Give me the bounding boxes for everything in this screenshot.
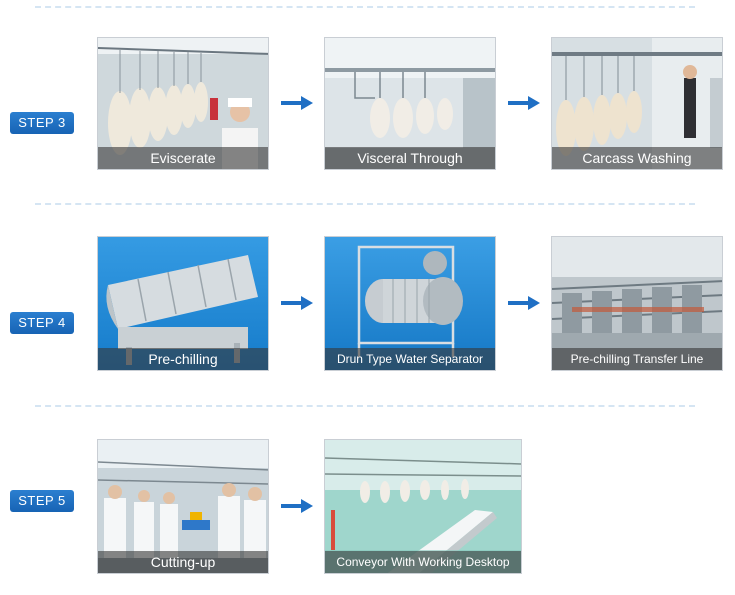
visceral-through-caption: Visceral Through [325, 147, 495, 169]
right-arrow-icon [281, 296, 313, 310]
conveyor-desktop-caption: Conveyor With Working Desktop [325, 551, 521, 573]
pre-chilling-photo: Pre-chilling [97, 236, 269, 371]
right-arrow-icon [281, 499, 313, 513]
divider-step4-step5 [35, 405, 695, 407]
right-arrow-icon [508, 296, 540, 310]
pre-chilling-transfer-line-photo: Pre-chilling Transfer Line [551, 236, 723, 371]
pre-chilling-caption: Pre-chilling [98, 348, 268, 370]
step-4-badge: STEP 4 [10, 312, 74, 334]
step-5-badge: STEP 5 [10, 490, 74, 512]
right-arrow-icon [281, 96, 313, 110]
top-divider [35, 6, 695, 8]
drum-water-separator-photo: Drun Type Water Separator [324, 236, 496, 371]
conveyor-desktop-photo: Conveyor With Working Desktop [324, 439, 522, 574]
divider-step3-step4 [35, 203, 695, 205]
pre-chilling-transfer-line-caption: Pre-chilling Transfer Line [552, 348, 722, 370]
eviscerate-caption: Eviscerate [98, 147, 268, 169]
cutting-up-caption: Cutting-up [98, 551, 268, 573]
carcass-washing-caption: Carcass Washing [552, 147, 722, 169]
step-3-badge: STEP 3 [10, 112, 74, 134]
eviscerate-photo: Eviscerate [97, 37, 269, 170]
drum-water-separator-caption: Drun Type Water Separator [325, 348, 495, 370]
right-arrow-icon [508, 96, 540, 110]
cutting-up-photo: Cutting-up [97, 439, 269, 574]
visceral-through-photo: Visceral Through [324, 37, 496, 170]
carcass-washing-photo: Carcass Washing [551, 37, 723, 170]
